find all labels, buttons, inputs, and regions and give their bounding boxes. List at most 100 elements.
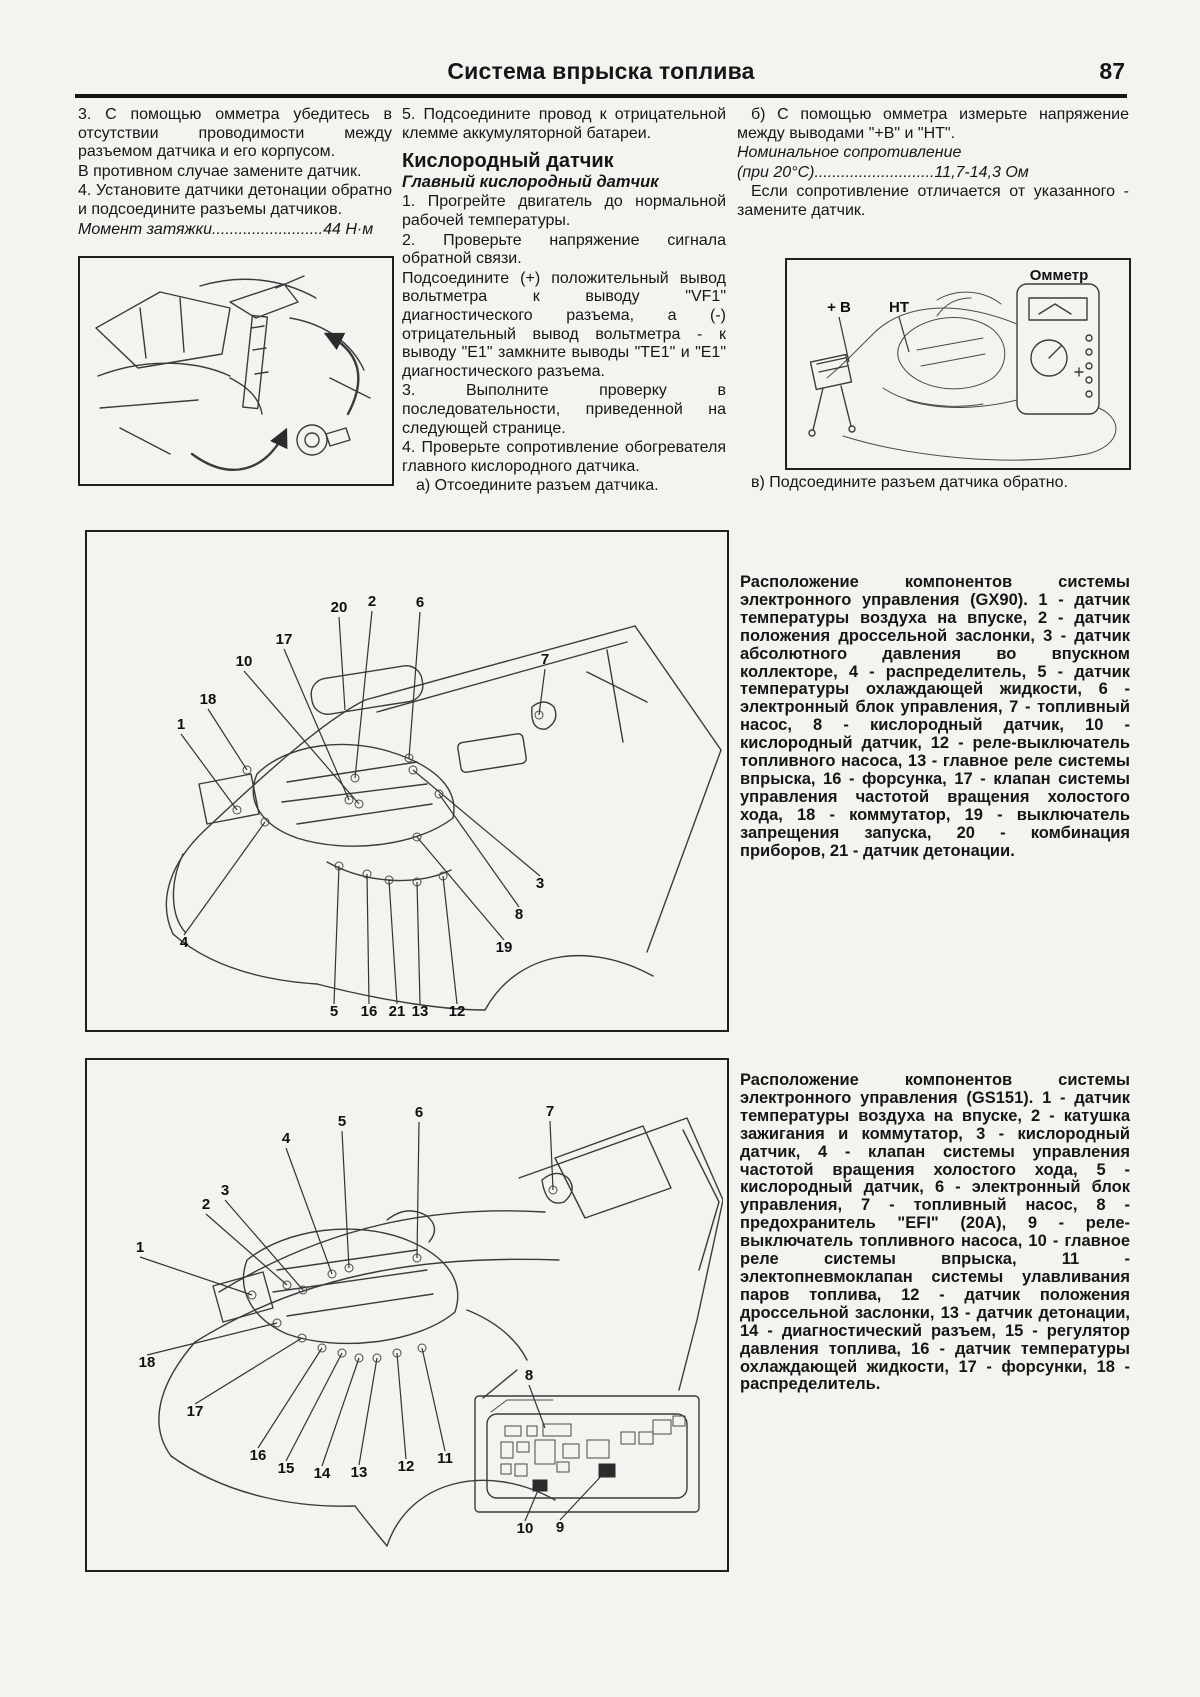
callout-21: 21: [389, 1003, 406, 1020]
callout-10: 10: [517, 1520, 534, 1537]
callout-5: 5: [338, 1113, 346, 1130]
column-right: б) С помощью омметра измерьте напряжение…: [737, 106, 1129, 222]
callout-3: 3: [536, 875, 544, 892]
engine-drawing: [198, 665, 557, 882]
leader-line: [333, 865, 340, 1005]
leader-line: [338, 616, 346, 711]
callout-2: 2: [368, 593, 376, 610]
leader-line: [285, 1352, 343, 1462]
callout-13: 13: [351, 1464, 368, 1481]
callout-5: 5: [330, 1003, 338, 1020]
leader-line: [341, 1130, 350, 1269]
engine-drawing: [212, 1210, 528, 1399]
paragraph: 4. Проверьте сопротивление обогревателя …: [402, 439, 726, 475]
leader-line: [146, 1322, 278, 1356]
callout-6: 6: [415, 1104, 423, 1121]
callout-8: 8: [525, 1367, 533, 1384]
paragraph: 3. С помощью омметра убедитесь в отсутст…: [78, 106, 392, 161]
leader-line: [354, 610, 373, 779]
socket-tool: [229, 275, 305, 410]
column-middle: 5. Подсоедините провод к отрицательной к…: [402, 106, 726, 497]
leader-line: [524, 1487, 540, 1522]
leader-line: [838, 316, 850, 363]
page-title: Система впрыска топлива: [447, 58, 755, 84]
callout-7: 7: [541, 651, 549, 668]
fig-label-Омметр: Омметр: [1030, 267, 1089, 284]
callout-8: 8: [515, 906, 523, 923]
fig-label-НТ: НТ: [889, 299, 909, 316]
callout-16: 16: [250, 1447, 267, 1464]
spec-resistance-title: Номинальное сопротивление: [737, 144, 962, 162]
callout-1: 1: [136, 1239, 144, 1256]
leader-line: [898, 316, 910, 353]
leader-line: [243, 670, 360, 805]
leader-line: [194, 1337, 303, 1405]
column-left: 3. С помощью омметра убедитесь в отсутст…: [78, 106, 392, 240]
callout-14: 14: [314, 1465, 331, 1482]
leader-line: [285, 1147, 333, 1275]
leader-line: [549, 1120, 554, 1191]
leader-line: [416, 836, 505, 941]
callout-4: 4: [180, 934, 189, 951]
paragraph: 5. Подсоедините провод к отрицательной к…: [402, 106, 726, 142]
fuse-box-inset: [474, 1395, 700, 1513]
callout-19: 19: [496, 939, 513, 956]
paragraph: В противном случае замените датчик.: [78, 162, 362, 180]
spec-resistance-value: (при 20°С)...........................11,…: [737, 163, 1029, 181]
paragraph: Подсоедините (+) положительный вывод вол…: [402, 269, 726, 380]
figure-caption-gx90: Расположение компонентов системы электро…: [740, 573, 1130, 860]
paragraph: 1. Прогрейте двигатель до нормальной раб…: [402, 193, 726, 229]
paragraph: 2. Проверьте напряжение сигнала обратной…: [402, 231, 726, 268]
callout-13: 13: [412, 1003, 429, 1020]
callout-18: 18: [139, 1354, 156, 1371]
leader-line: [388, 879, 398, 1005]
spec-torque: Момент затяжки.........................4…: [78, 220, 374, 238]
callout-10: 10: [236, 653, 253, 670]
callout-12: 12: [449, 1003, 466, 1020]
callout-7: 7: [546, 1103, 554, 1120]
callout-11: 11: [437, 1450, 453, 1467]
leader-line: [438, 793, 520, 908]
column-right-bottom: в) Подсоедините разъем датчика обратно.: [737, 474, 1129, 494]
callout-17: 17: [187, 1403, 204, 1420]
paragraph: 4. Установите датчики детонации обратно …: [78, 182, 392, 218]
leader-line: [180, 733, 238, 811]
leader-line: [396, 1352, 407, 1460]
leader-line: [559, 1471, 606, 1521]
leader-line: [416, 1121, 420, 1259]
car-outline: [165, 625, 722, 1011]
leader-line: [257, 1347, 323, 1449]
paragraph: а) Отсоедините разъем датчика.: [416, 477, 659, 495]
page-header: Система впрыска топлива 87: [75, 58, 1127, 92]
knock-sensor-drawing: [95, 275, 371, 471]
leader-line: [442, 875, 458, 1005]
subsection-heading: Главный кислородный датчик: [402, 172, 659, 191]
leader-line: [366, 873, 370, 1005]
leader-line: [139, 1256, 253, 1296]
engine-wiring: [826, 291, 1117, 461]
leader-line: [416, 881, 421, 1005]
direction-arrows: [190, 332, 360, 471]
leader-line: [538, 668, 546, 716]
leader-line: [183, 821, 266, 936]
ohmmeter-device: [1016, 283, 1100, 415]
leader-line: [205, 1213, 288, 1286]
callout-15: 15: [278, 1460, 295, 1477]
engine-outline: [95, 278, 371, 455]
leader-line: [412, 769, 541, 877]
leader-line: [408, 611, 421, 759]
callout-3: 3: [221, 1182, 229, 1199]
leader-line: [207, 708, 248, 771]
callout-18: 18: [200, 691, 217, 708]
leader-line: [528, 1384, 546, 1429]
